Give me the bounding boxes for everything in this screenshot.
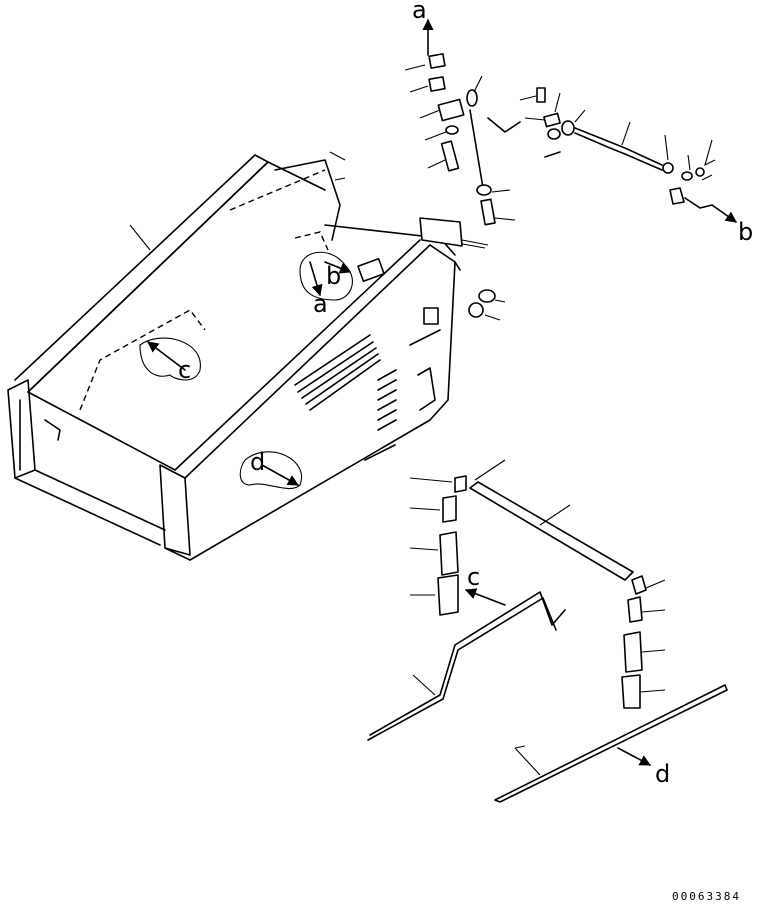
seal-strips: [367, 459, 728, 803]
callout-b-right: b: [738, 218, 753, 246]
latch-hardware: [404, 18, 516, 321]
callout-c-hood: c: [178, 356, 191, 384]
callout-d-strip: d: [655, 760, 670, 788]
side-latch: [423, 307, 439, 325]
release-rod-assembly: [487, 87, 737, 223]
callout-a-top: a: [412, 0, 427, 24]
callout-c-strip: c: [467, 563, 480, 591]
hood-latch: [357, 257, 385, 283]
callout-a-hood: a: [313, 290, 328, 318]
side-handle: [417, 367, 436, 411]
callout-d-hood: d: [250, 448, 265, 476]
bottom-handle: [364, 444, 396, 461]
callout-b-hood: b: [326, 262, 341, 290]
drawing-number: 00063384: [672, 890, 741, 903]
engine-hood: [7, 151, 486, 561]
top-handle: [409, 329, 441, 346]
vertical-vents: [377, 369, 397, 431]
side-louvers: [294, 334, 381, 411]
